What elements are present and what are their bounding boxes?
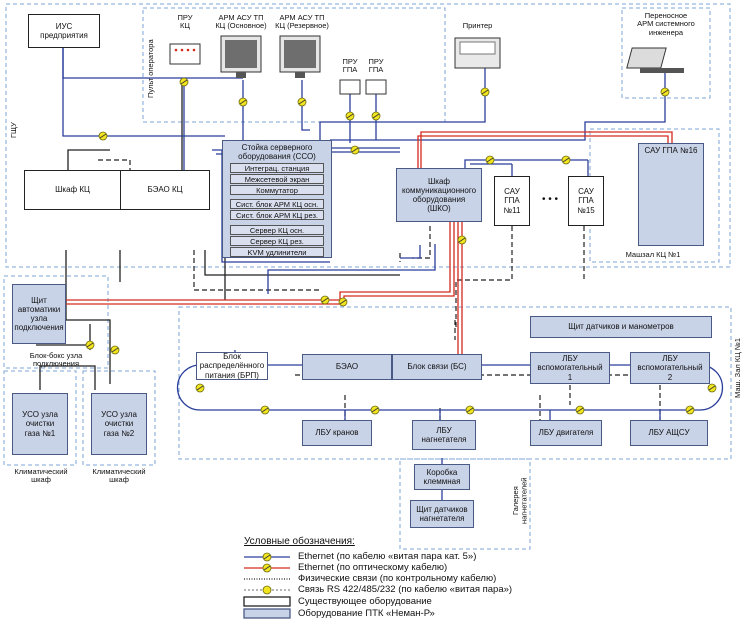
korobka-box: Коробка клеммная <box>414 464 470 490</box>
shchit-datchikov-box: Щит датчиков и манометров <box>530 316 712 338</box>
pru-gpa-2-label: ПРУ ГПА <box>368 57 384 75</box>
zone-label-mashzal-kc1: Машзал КЦ №1 <box>625 250 681 259</box>
uso-1-box: УСО узла очистки газа №1 <box>12 393 68 455</box>
legend-title: Условные обозначения: <box>244 536 355 547</box>
ius-enterprise-box: ИУС предприятия <box>28 14 100 48</box>
bs-box: Блок связи (БС) <box>392 354 482 380</box>
lbu-kranov-box: ЛБУ кранов <box>302 420 372 446</box>
sso-row-kvm: KVM удлинители <box>230 247 324 257</box>
sso-row-server-main: Сервер КЦ осн. <box>230 225 324 235</box>
brp-box: Блок распределённого питания (БРП) <box>196 352 268 380</box>
sso-row-arm-main: Сист. блок АРМ КЦ осн. <box>230 199 324 209</box>
lbu-acsu-box: ЛБУ АЩСУ <box>630 420 708 446</box>
lbu-dvigatelya-box: ЛБУ двигателя <box>530 420 602 446</box>
shkaf-kc-box: Шкаф КЦ <box>24 170 121 210</box>
sau-gpa-16-title: САУ ГПА №16 <box>644 146 698 155</box>
zone-label-block-box: Блок-бокс узла подключения <box>29 351 83 369</box>
zone-label-climate-2: Климатический шкаф <box>92 467 146 485</box>
sso-row-integration: Интеграц. станция <box>230 163 324 173</box>
shchit-nagnetatelya-box: Щит датчиков нагнетателя <box>410 500 474 528</box>
pru-kc-label: ПРУ КЦ <box>177 13 193 31</box>
legend-ptk: Оборудование ПТК «Неман-Р» <box>298 608 435 619</box>
ethernet-optic-links <box>66 131 673 358</box>
legend-ethernet-optic: Ethernet (по оптическому кабелю) <box>298 562 448 573</box>
sau-gpa-15-box: САУ ГПА №15 <box>568 176 604 226</box>
zone-label-gallery: Галерея нагнетателей <box>511 477 529 525</box>
sso-row-switch: Коммутатор <box>230 185 324 195</box>
pru-gpa-1-label: ПРУ ГПА <box>342 57 358 75</box>
lbu-aux-2-box: ЛБУ вспомогательный 2 <box>630 352 710 384</box>
uso-2-box: УСО узла очистки газа №2 <box>91 393 147 455</box>
sso-row-firewall: Межсетевой экран <box>230 174 324 184</box>
shko-box: Шкаф коммуникационного оборудования (ШКО… <box>396 168 482 222</box>
shchit-avtomatiki-box: Щит автоматики узла подключения <box>12 284 66 344</box>
physical-links <box>36 82 400 390</box>
sso-row-server-reserve: Сервер КЦ рез. <box>230 236 324 246</box>
legend-existing: Существующее оборудование <box>298 596 432 607</box>
sso-title: Стойка серверного оборудования (ССО) <box>238 143 316 162</box>
sso-row-arm-reserve: Сист. блок АРМ КЦ рез. <box>230 210 324 220</box>
sau-ellipsis: • • • <box>541 194 559 205</box>
beao-box: БЭАО <box>302 354 392 380</box>
legend-samples <box>243 552 291 619</box>
zone-label-operator-console: Пульт оператора <box>146 39 155 98</box>
zone-label-mash-zal-kc1: Маш. Зал КЦ №1 <box>733 337 742 398</box>
legend-ethernet-twisted: Ethernet (по кабелю «витая пара кат. 5») <box>298 551 477 562</box>
arm-main-label: АРМ АСУ ТП КЦ (Основное) <box>215 13 267 31</box>
ring-bus <box>176 364 724 411</box>
zone-label-climate-1: Климатический шкаф <box>14 467 68 485</box>
lbu-nagnetatelya-box: ЛБУ нагнетателя <box>412 420 476 450</box>
device-pictograms <box>169 35 684 95</box>
sau-gpa-11-box: САУ ГПА №11 <box>494 176 530 226</box>
lbu-aux-1-box: ЛБУ вспомогательный 1 <box>530 352 610 384</box>
arm-reserve-label: АРМ АСУ ТП КЦ (Резервное) <box>275 13 329 31</box>
legend-physical: Физические связи (по контрольному кабелю… <box>298 573 497 584</box>
printer-label: Принтер <box>462 21 493 30</box>
laptop-label: Переносное АРМ системного инженера <box>637 11 695 37</box>
beao-kc-box: БЭАО КЦ <box>120 170 210 210</box>
zone-label-gshu: ГЩУ <box>9 122 18 138</box>
legend-rs485: Связь RS 422/485/232 (по кабелю «витая п… <box>298 584 513 595</box>
sau-gpa-16-box: САУ ГПА №16 <box>638 143 704 246</box>
